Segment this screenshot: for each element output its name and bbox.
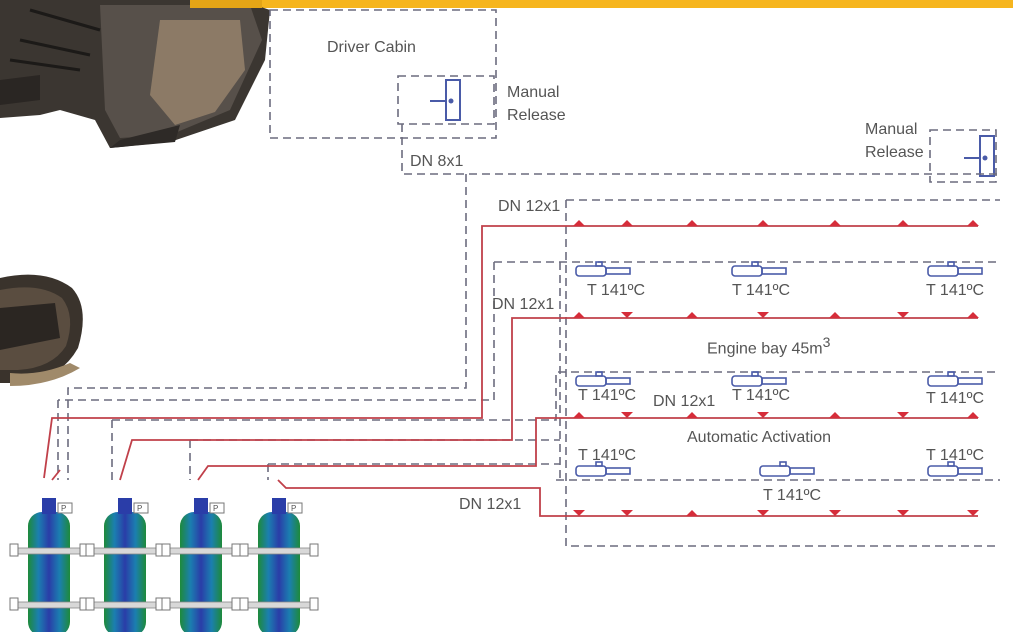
engine-bay-text: Engine bay 45m	[707, 340, 823, 358]
manual-release-2-box	[929, 129, 997, 183]
manual-release-1-box	[397, 75, 495, 125]
temp-label-9: T 141ºC	[926, 447, 985, 464]
crawler-track-image	[0, 274, 83, 386]
dn-12x1-center-label: DN 12x1	[653, 393, 716, 410]
temp-label-3: T 141ºC	[926, 282, 985, 299]
cylinder-4	[239, 498, 319, 632]
accent-bar	[180, 0, 1013, 8]
automatic-activation-label: Automatic Activation	[687, 429, 832, 446]
dn-12x1-bottom-label: DN 12x1	[459, 496, 522, 513]
manual-release-1-valve-icon	[430, 79, 461, 121]
manual-release-1-label-line1: Manual	[507, 84, 560, 101]
manual-release-2-label-line2: Release	[865, 144, 924, 161]
cylinder-tag-4: P	[291, 504, 296, 513]
dn-12x1-top-label: DN 12x1	[498, 198, 561, 215]
cylinder-2	[85, 498, 165, 632]
temp-label-8: T 141ºC	[763, 487, 822, 504]
dn-8x1-label: DN 8x1	[410, 153, 464, 170]
temp-label-2: T 141ºC	[732, 282, 791, 299]
driver-cabin-box	[269, 9, 497, 139]
activation-lines	[57, 124, 1000, 547]
manual-release-1-label-line2: Release	[507, 107, 566, 124]
temp-label-5: T 141ºC	[732, 387, 791, 404]
manual-release-2-valve-icon	[964, 135, 995, 177]
manual-release-2-label-line1: Manual	[865, 121, 918, 138]
temp-label-1: T 141ºC	[587, 282, 646, 299]
dn-12x1-mid-label: DN 12x1	[492, 296, 555, 313]
agent-pipes	[43, 225, 978, 517]
cylinder-tag-1: P	[61, 504, 66, 513]
engine-bay-superscript: 3	[822, 334, 831, 350]
temp-label-6: T 141ºC	[926, 390, 985, 407]
driver-cabin-label: Driver Cabin	[327, 39, 416, 56]
cylinder-1	[9, 498, 89, 632]
nozzles	[573, 220, 979, 516]
cylinder-tag-2: P	[137, 504, 142, 513]
engine-bay-label: Engine bay 45m3	[707, 333, 830, 360]
cylinder-3	[161, 498, 241, 632]
excavator-bucket-image	[0, 0, 270, 148]
extinguisher-cylinders	[9, 498, 319, 632]
cylinder-tag-3: P	[213, 504, 218, 513]
temp-label-7: T 141ºC	[578, 447, 637, 464]
heat-detectors	[575, 261, 983, 477]
temp-label-4: T 141ºC	[578, 387, 637, 404]
